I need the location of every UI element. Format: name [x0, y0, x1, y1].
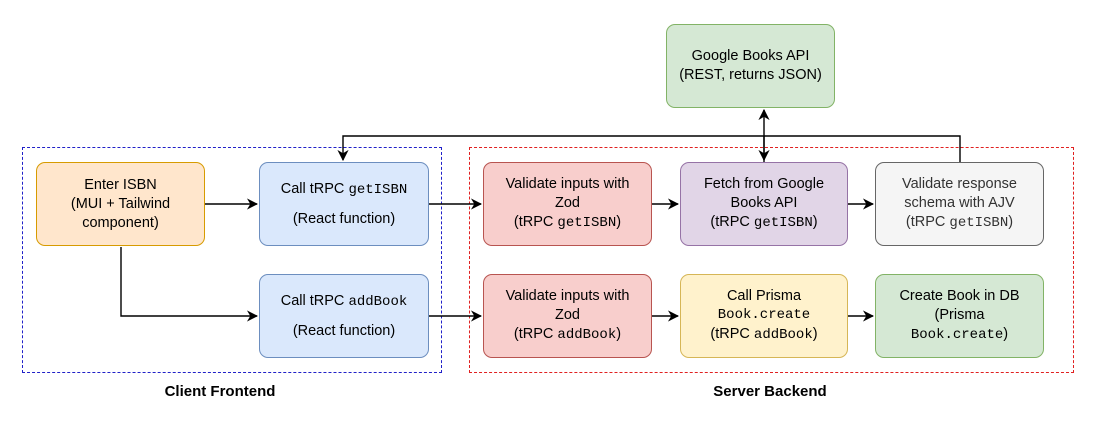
node-call-prisma-code: Book.create [717, 307, 811, 323]
node-validate-ajv-line1: Validate response [901, 176, 1017, 192]
node-validate-addbook-line2: Zod [555, 307, 580, 323]
server-backend-group [469, 147, 1074, 373]
node-google-api-line2: (REST, returns JSON) [679, 67, 822, 83]
node-validate-addbook-line3: (tRPC addBook) [513, 326, 622, 343]
node-enter-isbn-line3: component) [82, 214, 159, 231]
node-call-prisma: Call Prisma Book.create (tRPC addBook) [680, 274, 848, 358]
node-fetch-google: Fetch from Google Books API (tRPC getISB… [680, 162, 848, 246]
node-google-api-line1: Google Books API [691, 48, 810, 64]
node-validate-getisbn-line3: (tRPC getISBN) [513, 214, 622, 231]
node-call-addbook-sub: (React function) [292, 322, 396, 339]
node-validate-ajv-line3: (tRPC getISBN) [905, 214, 1014, 231]
node-create-book-line2: (Prisma [934, 307, 985, 323]
client-frontend-label: Client Frontend [164, 383, 276, 400]
node-call-getisbn: Call tRPC getISBN (React function) [259, 162, 429, 246]
server-backend-label: Server Backend [713, 383, 827, 400]
node-call-getisbn-sub: (React function) [292, 210, 396, 227]
edge-enter-to-addbook [120, 247, 259, 322]
node-validate-ajv-line2: schema with AJV [904, 195, 1015, 211]
node-validate-getisbn-line1: Validate inputs with [505, 176, 630, 192]
node-call-prisma-line3: (tRPC addBook) [710, 326, 818, 343]
node-fetch-google-line1: Fetch from Google [703, 176, 825, 192]
node-validate-getisbn: Validate inputs with Zod (tRPC getISBN) [483, 162, 652, 246]
edge-ajv-to-getisbn [337, 135, 961, 162]
node-call-addbook-title: Call tRPC addBook [280, 292, 408, 310]
node-fetch-google-line3: (tRPC getISBN) [710, 214, 818, 231]
node-fetch-google-line2: Books API [730, 195, 798, 211]
node-enter-isbn-line1: Enter ISBN [84, 176, 157, 193]
node-validate-ajv: Validate response schema with AJV (tRPC … [875, 162, 1044, 246]
node-create-book: Create Book in DB (Prisma Book.create) [875, 274, 1044, 358]
node-call-getisbn-title: Call tRPC getISBN [280, 180, 408, 198]
node-validate-addbook-line1: Validate inputs with [505, 288, 630, 304]
node-create-book-line1: Create Book in DB [899, 288, 1020, 304]
node-create-book-line3: Book.create) [910, 326, 1009, 343]
node-enter-isbn-line2: (MUI + Tailwind [70, 195, 171, 212]
node-validate-getisbn-line2: Zod [555, 195, 580, 211]
client-frontend-group [22, 147, 442, 373]
node-call-prisma-line1: Call Prisma [726, 288, 802, 304]
node-call-addbook: Call tRPC addBook (React function) [259, 274, 429, 358]
node-enter-isbn: Enter ISBN (MUI + Tailwind component) [36, 162, 205, 246]
node-validate-addbook: Validate inputs with Zod (tRPC addBook) [483, 274, 652, 358]
node-google-books-api: Google Books API (REST, returns JSON) [666, 24, 835, 108]
